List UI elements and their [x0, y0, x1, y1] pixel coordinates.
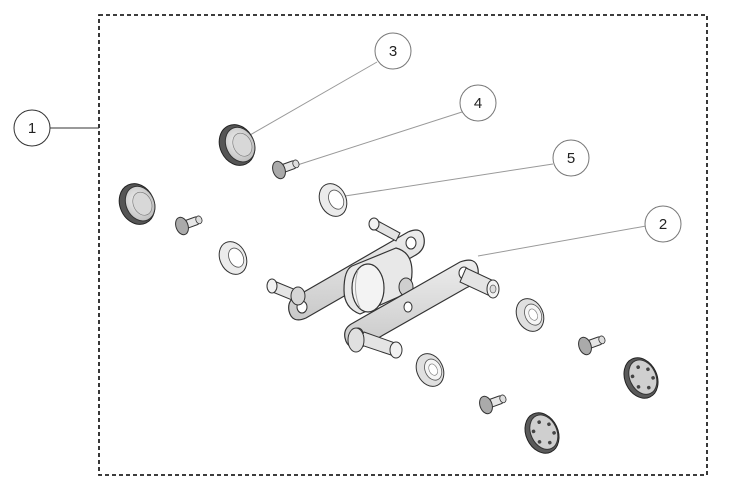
leader-lines	[50, 61, 647, 257]
stud-bottom	[347, 327, 403, 359]
callout-1-label: 1	[28, 120, 36, 137]
leader-3	[249, 61, 378, 136]
callout-3: 3	[374, 32, 412, 70]
callout-2: 2	[644, 205, 682, 243]
callout-4: 4	[459, 84, 497, 122]
pin-lower-mid	[479, 394, 507, 415]
bushing-lower-left	[415, 353, 445, 387]
end-cap-bottom	[524, 412, 560, 454]
bushing-lower-right	[515, 298, 545, 332]
callout-5: 5	[552, 139, 590, 177]
stud-right	[459, 267, 500, 299]
callout-4-label: 4	[474, 95, 482, 112]
pin-left	[175, 215, 203, 236]
leader-2	[477, 225, 647, 257]
cap-upper	[218, 124, 256, 166]
cap-left	[118, 183, 156, 225]
callout-2-label: 2	[659, 216, 667, 233]
assembly-boundary	[98, 14, 708, 476]
pin-lower-right	[578, 335, 606, 356]
leader-5	[344, 163, 554, 197]
callout-5-label: 5	[567, 150, 575, 167]
callout-1: 1	[13, 109, 51, 147]
leader-4	[287, 111, 463, 169]
bushing-left	[218, 241, 248, 275]
callout-3-label: 3	[389, 43, 397, 60]
end-cap-right	[623, 357, 659, 399]
stud-top-back	[368, 217, 401, 242]
stud-left	[266, 278, 306, 306]
bushing-upper	[318, 183, 348, 217]
pin-upper	[272, 159, 300, 180]
linkage-bracket	[266, 217, 500, 359]
